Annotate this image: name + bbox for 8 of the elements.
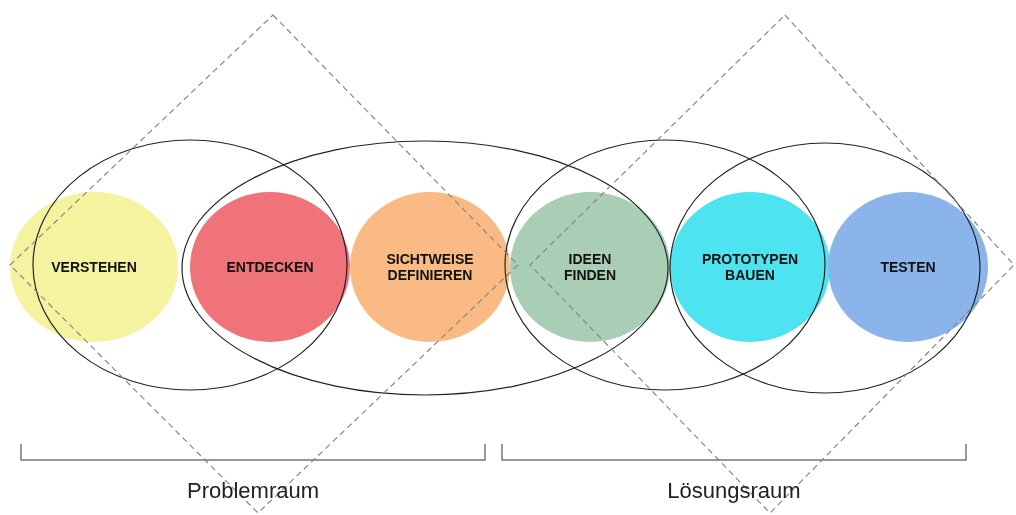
- space-label: Lösungsraum: [667, 478, 801, 504]
- space-label: Problemraum: [187, 478, 319, 504]
- phase-label: IDEEN FINDEN: [562, 250, 618, 284]
- phase-label: VERSTEHEN: [51, 258, 137, 276]
- phase-label: ENTDECKEN: [226, 258, 314, 276]
- phase-label: TESTEN: [880, 258, 936, 276]
- phase-label: SICHTWEISE DEFINIEREN: [385, 250, 475, 284]
- phase-label: PROTOTYPEN BAUEN: [700, 250, 800, 284]
